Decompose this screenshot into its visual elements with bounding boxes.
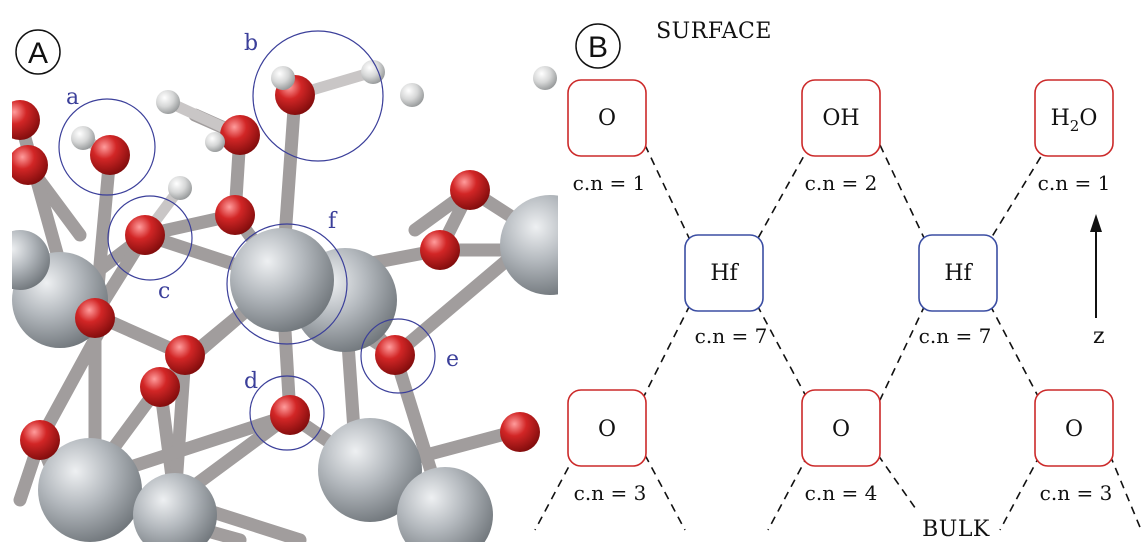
cn-surface-h2o: c.n = 1 — [1038, 171, 1111, 195]
panel-b-letter-circle — [575, 23, 621, 69]
panel-a-letter: A — [28, 37, 48, 70]
site-label-d: d — [244, 369, 258, 394]
cn-bulk-o-left: c.n = 3 — [574, 481, 647, 505]
site-circle-d — [249, 375, 325, 451]
node-box-hf-left — [684, 234, 764, 312]
panel-a-letter-circle — [15, 29, 61, 75]
cn-surface-oh: c.n = 2 — [805, 171, 878, 195]
node-box-bulk-o-right — [1034, 389, 1114, 467]
node-box-surface-o — [567, 79, 647, 157]
site-label-a: a — [66, 85, 79, 110]
site-circle-f — [226, 223, 348, 345]
cn-hf-right: c.n = 7 — [919, 324, 992, 348]
site-circle-a — [58, 98, 156, 196]
site-label-f: f — [328, 209, 338, 234]
z-axis-label: z — [1093, 324, 1105, 349]
panel-a-labels: A a b c d e f — [15, 29, 459, 394]
panel-b-letter: B — [588, 31, 608, 64]
panel-a — [12, 30, 558, 542]
site-circle-e — [360, 318, 436, 394]
site-label-c: c — [158, 279, 170, 304]
node-label-surface-oh: OH — [822, 106, 859, 131]
node-box-surface-oh — [801, 79, 881, 157]
cn-bulk-o-mid: c.n = 4 — [805, 481, 878, 505]
cn-hf-left: c.n = 7 — [695, 324, 768, 348]
node-box-hf-right — [918, 234, 998, 312]
site-circle-b — [252, 30, 384, 162]
node-label-surface-o: O — [598, 106, 616, 131]
bulk-label: BULK — [922, 517, 990, 542]
cn-surface-o: c.n = 1 — [573, 171, 646, 195]
node-label-surface-h2o: H2O — [1051, 106, 1098, 135]
node-label-bulk-o-mid: O — [832, 417, 850, 442]
cn-bulk-o-right: c.n = 3 — [1040, 481, 1113, 505]
node-label-bulk-o-right: O — [1065, 417, 1083, 442]
hydrogen-atoms — [71, 60, 557, 200]
node-label-hf-left: Hf — [710, 261, 739, 286]
site-label-e: e — [446, 347, 459, 372]
panel-b: B SURFACE BULK O OH H2O c.n = 1 c.n = — [534, 19, 1143, 542]
site-circle-c — [107, 195, 193, 281]
node-box-surface-h2o — [1034, 79, 1114, 157]
node-label-hf-right: Hf — [944, 261, 973, 286]
hafnium-atoms — [12, 195, 558, 542]
surface-label: SURFACE — [656, 19, 772, 44]
z-axis-arrow — [1090, 214, 1102, 318]
node-box-bulk-o-left — [567, 389, 647, 467]
site-circles — [58, 30, 436, 451]
dashed-bonds — [534, 144, 1143, 533]
site-label-b: b — [244, 31, 258, 56]
oxygen-atoms — [12, 75, 540, 460]
node-box-bulk-o-mid — [801, 389, 881, 467]
node-label-bulk-o-left: O — [598, 417, 616, 442]
